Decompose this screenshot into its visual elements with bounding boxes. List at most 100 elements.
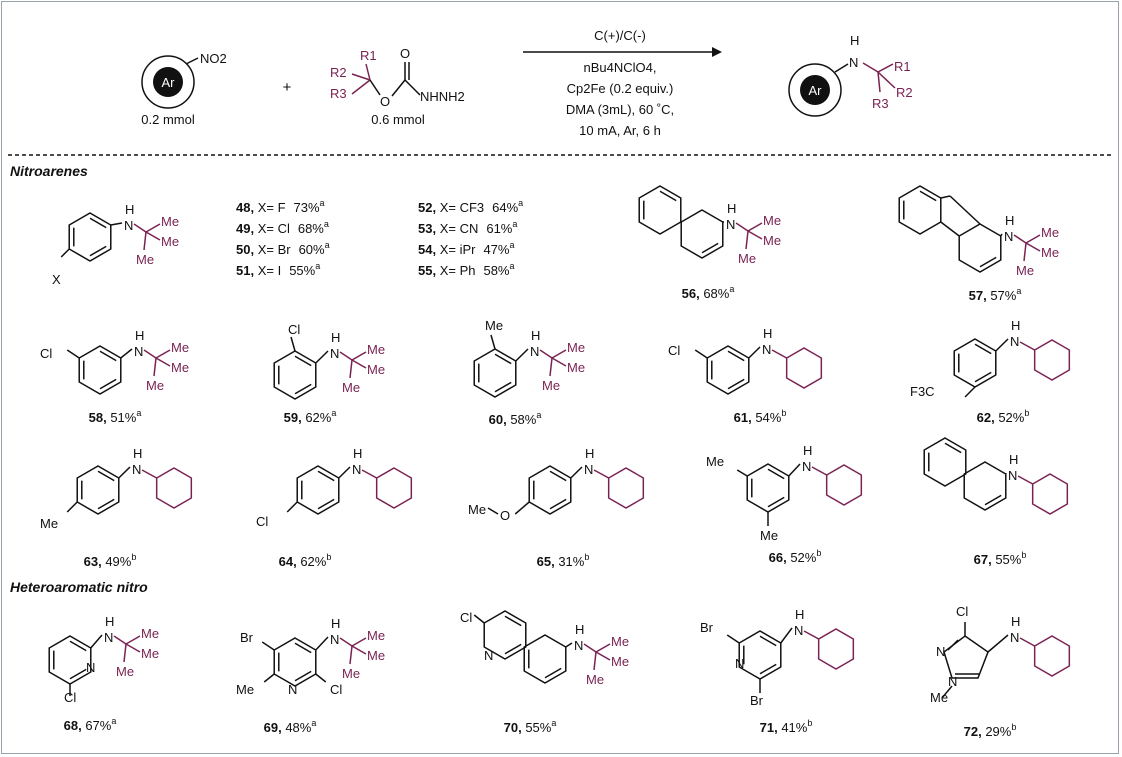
me-label: Me	[161, 234, 179, 249]
n-label: N	[86, 660, 95, 675]
carbonyl-o-label: O	[400, 46, 410, 61]
n-label: N	[1010, 334, 1019, 349]
me-label: Me	[930, 690, 948, 705]
ar-label: Ar	[162, 75, 176, 90]
n-label: N	[794, 623, 803, 638]
svg-text:57, 57%a: 57, 57%a	[969, 286, 1022, 303]
cl-label: Cl	[288, 322, 300, 337]
reactant-carbazate: R1 R2 R3 O O NHNH2 0.6 mmol	[330, 46, 465, 127]
me-label: Me	[367, 362, 385, 377]
product-h-label: H	[850, 33, 859, 48]
nhnh2-label: NHNH2	[420, 89, 465, 104]
compound-label-64: 64, 62%b	[279, 552, 332, 569]
n-label: N	[134, 344, 143, 359]
me-label: Me	[468, 502, 486, 517]
me-label: Me	[136, 252, 154, 267]
product-ar-label: Ar	[809, 83, 823, 98]
section-heteroaromatic: Heteroaromatic nitro	[10, 579, 148, 595]
cl-label: Cl	[64, 690, 76, 705]
me-label: Me	[141, 646, 159, 661]
n-label: N	[1008, 468, 1017, 483]
me-label: Me	[706, 454, 724, 469]
product-r1: R1	[894, 59, 911, 74]
compound-label-68: 68, 67%a	[64, 716, 117, 733]
h-label: H	[331, 616, 340, 631]
condition-solvent-temp: DMA (3mL), 60 ˚C,	[566, 102, 674, 117]
n-label: N	[330, 632, 339, 647]
me-label: Me	[161, 214, 179, 229]
condition-current-time: 10 mA, Ar, 6 h	[579, 123, 661, 138]
h-label: H	[105, 614, 114, 629]
svg-text:59, 62%a: 59, 62%a	[284, 408, 337, 425]
svg-text:61, 54%b: 61, 54%b	[734, 408, 787, 425]
svg-text:63, 49%b: 63, 49%b	[84, 552, 137, 569]
svg-text:69, 48%a: 69, 48%a	[264, 718, 317, 735]
br-label: Br	[750, 693, 764, 708]
me-label: Me	[760, 528, 778, 543]
n-label: N	[762, 342, 771, 357]
cl-label: Cl	[330, 682, 342, 697]
condition-mediator: Cp2Fe (0.2 equiv.)	[567, 81, 674, 96]
cl-label: Cl	[668, 343, 680, 358]
o-label: O	[500, 508, 510, 523]
cl-label: Cl	[40, 346, 52, 361]
svg-text:64, 62%b: 64, 62%b	[279, 552, 332, 569]
svg-text:58, 51%a: 58, 51%a	[89, 408, 142, 425]
svg-text:68, 67%a: 68, 67%a	[64, 716, 117, 733]
compound-label-65: 65, 31%b	[537, 552, 590, 569]
svg-text:66, 52%b: 66, 52%b	[769, 548, 822, 565]
me-label: Me	[611, 654, 629, 669]
me-label: Me	[763, 213, 781, 228]
me-label: Me	[763, 233, 781, 248]
h-label: H	[585, 446, 594, 461]
me-label: Me	[236, 682, 254, 697]
me-label: Me	[542, 378, 560, 393]
h-label: H	[1009, 452, 1018, 467]
compound-label-62: 62, 52%b	[977, 408, 1030, 425]
me-label: Me	[367, 628, 385, 643]
me-label: Me	[116, 664, 134, 679]
n-label: N	[936, 644, 945, 659]
compound-label-69: 69, 48%a	[264, 718, 317, 735]
reactant-nitroarene: Ar NO2 0.2 mmol	[141, 51, 227, 127]
h-label: H	[331, 330, 340, 345]
me-label: Me	[586, 672, 604, 687]
compound-label-58: 58, 51%a	[89, 408, 142, 425]
me-label: Me	[342, 666, 360, 681]
me-label: Me	[367, 342, 385, 357]
condition-electrolyte: nBu4NClO4,	[584, 60, 657, 75]
svg-text:71, 41%b: 71, 41%b	[760, 718, 813, 735]
n-label: N	[948, 674, 957, 689]
me-label: Me	[171, 360, 189, 375]
compound-label-56: 56, 68%a	[682, 284, 735, 301]
me-label: Me	[1041, 245, 1059, 260]
me-label: Me	[1016, 263, 1034, 278]
svg-text:65, 31%b: 65, 31%b	[537, 552, 590, 569]
me-label: Me	[141, 626, 159, 641]
ester-o-label: O	[380, 94, 390, 109]
n-label: N	[132, 462, 141, 477]
compound-label-57: 57, 57%a	[969, 286, 1022, 303]
h-label: H	[531, 328, 540, 343]
h-label: H	[133, 446, 142, 461]
svg-text:62, 52%b: 62, 52%b	[977, 408, 1030, 425]
n-label: N	[735, 656, 744, 671]
n-label: N	[124, 218, 133, 233]
h-label: H	[125, 202, 134, 217]
n-label: N	[726, 217, 735, 232]
